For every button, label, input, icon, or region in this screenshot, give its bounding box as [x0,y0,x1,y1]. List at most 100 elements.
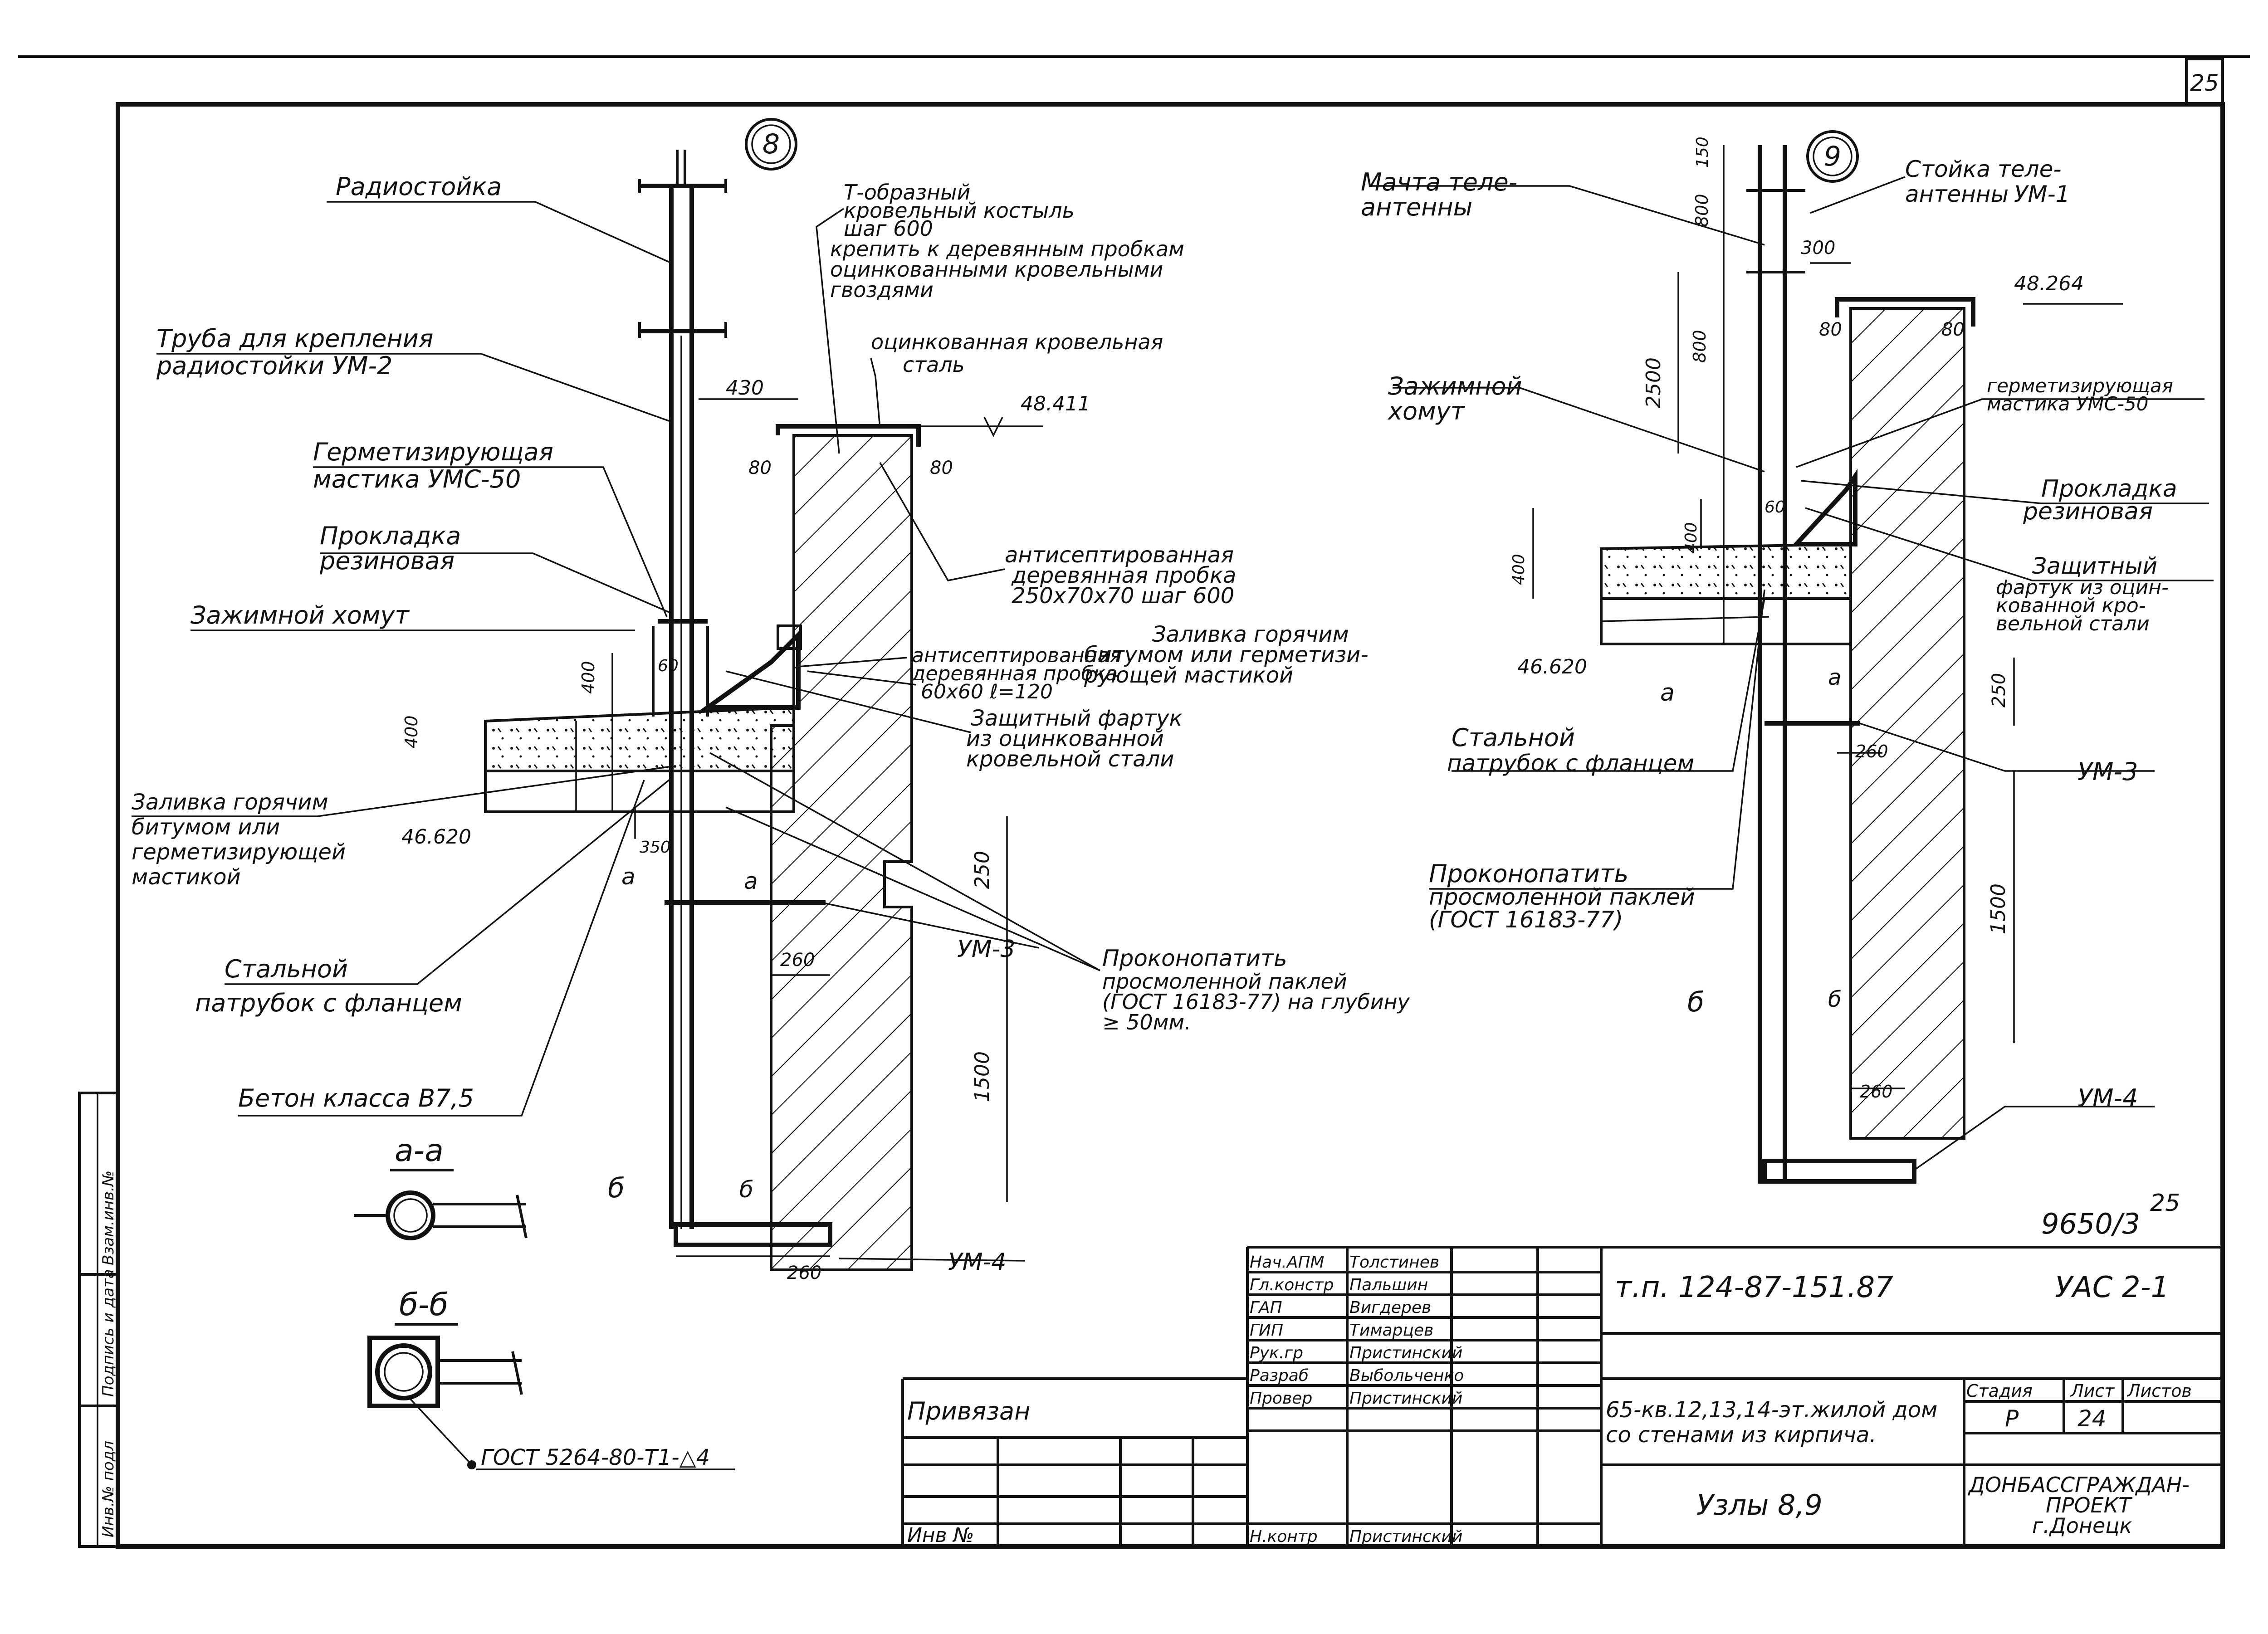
label-antisept2-1: антисептированная [912,644,1122,667]
section-aa: а-а [354,1133,528,1240]
node-8-number: 8 [763,128,780,160]
dimensions-8 [575,398,1043,1271]
staff-name-6: Пристинский [1349,1389,1462,1408]
privyazan-label: Привязан [907,1397,1030,1425]
drawing-frame [116,102,2225,1549]
radio-stand [638,150,727,1229]
label-steel9-2: патрубок с фланцем [1447,750,1694,776]
label-antisept2-2: деревянная пробка [911,662,1118,685]
label-clamp9-2: хомут [1387,397,1466,425]
staff-name-4: Пристинский [1349,1344,1462,1362]
section-bb: б-б ГОСТ 5264-80-Т1-△4 [367,1287,735,1470]
label-crutch-6: гвоздями [830,278,934,302]
label-antisept-3: 250х70х70 шаг 600 [1012,583,1234,609]
label-sealant-2: мастика УМС-50 [313,465,521,493]
dim-60-9: 60 [1765,498,1785,517]
sheet-number-box [2185,58,2224,106]
mark-a1-8: а [621,863,635,890]
inv-no-label: Инв № [907,1524,974,1547]
brick-parapet-wall [770,434,913,1271]
label-um3-8: УМ-3 [957,936,1015,963]
label-gasket9-1: Прокладка [2041,475,2177,502]
dim-800b-9: 800 [1690,330,1710,363]
apron-9 [1791,468,1857,546]
sheet-title: Узлы 8,9 [1696,1488,1823,1522]
label-galv-2: сталь [903,352,965,377]
mark-a2-9: а [1828,665,1841,690]
label-gasket-2: резиновая [319,546,455,575]
title-block: Привязан Инв № Нач.АПМ Толстинев Гл.конс… [901,1246,2223,1547]
staff-name-2: Вигдерев [1349,1298,1431,1317]
staff-role-5: Разраб [1250,1366,1309,1385]
label-stand-um: УМ-1 [2014,181,2070,207]
dim-430: 430 [726,376,764,400]
label-apron9-3: кованной кро- [1996,594,2146,617]
sheets-header: Листов [2126,1381,2192,1401]
stamp-inv-no: Инв.№ подл [99,1441,117,1537]
brick-wall-9 [1849,307,1965,1140]
node-9-callout [1806,130,1859,183]
label-antisept2-3: 60х60 ℓ=120 [921,680,1053,703]
dim-2500-9: 2500 [1642,357,1665,408]
node-9-dims: 800 150 300 48.264 2500 800 80 80 400 40… [1510,137,2084,1102]
drawing-mark: 9650/3 [2041,1207,2140,1240]
node-9-labels: Мачта теле- антенны Стойка теле- антенны… [1361,156,2177,1112]
label-apron9-1: Защитный [2032,553,2157,579]
dim-300-9: 300 [1801,238,1835,259]
mark-b2-9: б [1828,987,1842,1012]
node-8-callout [745,118,797,171]
label-mast-1: Мачта теле- [1361,168,1517,196]
label-um4-8: УМ-4 [948,1249,1006,1276]
staff-name-7: Пристинский [1349,1527,1462,1546]
dim-260b-8: 260 [787,1263,821,1283]
label-caulk-1: Проконопатить [1102,945,1287,971]
label-antisept-1: антисептированная [1005,542,1234,568]
label-apron-3: кровельной стали [966,746,1174,772]
dim-150-9: 150 [1693,137,1712,168]
staff-role-4: Рук.гр [1250,1344,1303,1362]
node-9: 9 [1370,130,2214,1184]
roof-slab-concrete [484,706,795,772]
sheet-value: 24 [2077,1405,2107,1432]
label-steel-2: патрубок с фланцем [195,989,462,1017]
org-line-2: ПРОЕКТ [2046,1493,2133,1517]
label-pipe-2: радиостойки УМ-2 [156,351,392,380]
label-fill-2: битумом или [132,815,280,840]
label-galv-1: оцинкованная кровельная [871,330,1163,354]
label-stand-2: антенны [1905,181,2009,207]
roof-cap-9 [1835,297,1975,327]
dim-80a: 80 [748,458,772,478]
staff-name-5: Выбольченко [1349,1366,1464,1385]
staff-role-3: ГИП [1250,1321,1283,1340]
staff-role-6: Провер [1250,1389,1312,1408]
mark-b1-8: б [608,1172,625,1204]
label-caulk-3: (ГОСТ 16183-77) на глубину [1102,990,1410,1014]
stamp-replace-inv: Взам.инв.№ [99,1171,117,1265]
mark-a1-9: а [1660,679,1675,707]
label-gasket-1: Прокладка [320,522,461,550]
um4-bracket-8 [674,1222,832,1247]
label-crutch-5: оцинкованными кровельными [830,257,1163,282]
mark-b1-9: б [1687,986,1704,1018]
dim-80b-9: 80 [1941,319,1965,340]
org-line-1: ДОНБАССГРАЖДАН- [1968,1473,2190,1497]
protective-apron [700,629,801,710]
label-seal9-1: герметизирующая [1987,375,2173,397]
sheet-number: 25 [2190,70,2219,96]
elev-46620-8: 46.620 [401,825,471,849]
weld-note: ГОСТ 5264-80-Т1-△4 [481,1445,710,1470]
label-um3-9: УМ-3 [2077,757,2138,786]
label-crutch-3: шаг 600 [844,216,933,241]
org-line-3: г.Донецк [2032,1513,2132,1538]
stamp-sign-date: Подпись и дата [99,1269,117,1397]
drawing-mark-sup: 25 [2150,1190,2180,1217]
dim-80a-9: 80 [1819,319,1842,340]
staff-name-3: Тимарцев [1349,1321,1433,1340]
label-crutch-2: кровельный костыль [844,198,1075,223]
staff-role-2: ГАП [1250,1298,1282,1317]
label-apron-1: Защитный фартук [971,706,1183,731]
label-antisept-2: деревянная пробка [1011,563,1236,588]
label-fill-3: герметизирующей [132,839,346,865]
label-caulk9-1: Проконопатить [1429,859,1628,888]
